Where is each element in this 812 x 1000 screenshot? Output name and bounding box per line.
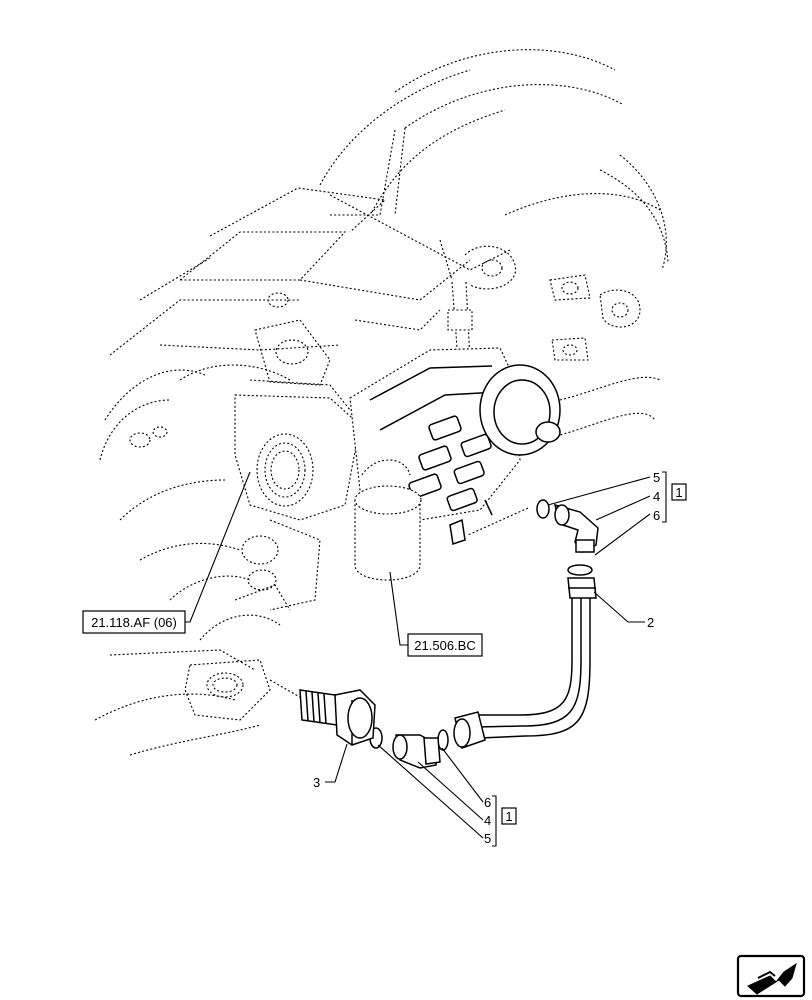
callout-6-lower: 6 [484,795,491,810]
lower-elbow-fitting [369,727,449,769]
leader-lines [184,471,651,839]
o-ring-5-upper [536,499,550,519]
reference-transmission[interactable]: 21.118.AF (06) [82,610,186,634]
callout-group-1-upper: 1 [675,485,682,500]
hydraulic-pipe [453,577,597,749]
reference-transmission-label: 21.118.AF (06) [91,615,177,630]
reference-filter[interactable]: 21.506.BC [407,633,483,657]
ghosted-tractor-assembly [94,49,669,756]
reference-filter-label: 21.506.BC [414,638,475,653]
solenoid-coils [408,415,492,512]
callout-group-lower: 6 4 5 1 [484,795,517,847]
callout-5-lower: 5 [484,831,491,846]
callout-group-upper: 5 4 6 1 [653,470,687,523]
callout-6-upper: 6 [653,508,660,523]
callout-2: 2 [647,615,654,630]
callout-4-lower: 4 [484,813,491,828]
callout-3: 3 [313,775,320,790]
control-valve-assembly [349,347,561,581]
adapter-fitting-3 [299,689,376,746]
next-page-arrow-icon[interactable] [736,954,806,998]
upper-elbow-fitting [536,499,599,576]
callout-5-upper: 5 [653,470,660,485]
o-ring-6-upper [567,564,593,576]
callout-4-upper: 4 [653,489,660,504]
hydraulic-filter [354,459,422,581]
callout-group-1-lower: 1 [505,809,512,824]
